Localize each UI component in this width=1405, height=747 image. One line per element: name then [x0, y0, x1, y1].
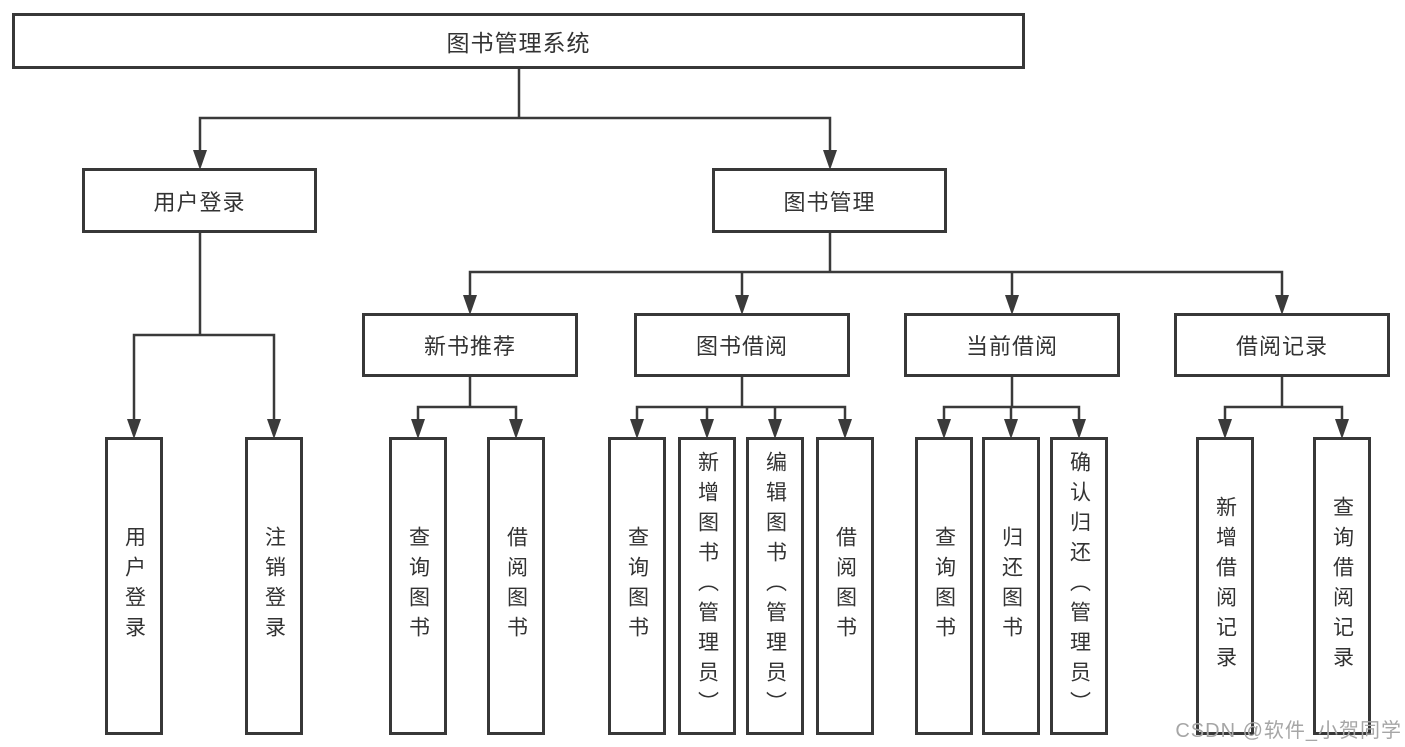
leaf-add-book-admin: 新增图书（管理员）	[678, 437, 736, 735]
node-new-book-recommend: 新书推荐	[362, 313, 578, 377]
leaf-logout: 注销登录	[245, 437, 303, 735]
node-book-borrow: 图书借阅	[634, 313, 850, 377]
leaf-query-book-current: 查询图书	[915, 437, 973, 735]
leaf-edit-book-admin: 编辑图书（管理员）	[746, 437, 804, 735]
node-book-management: 图书管理	[712, 168, 947, 233]
leaf-query-book-borrow: 查询图书	[608, 437, 666, 735]
leaf-return-book: 归还图书	[982, 437, 1040, 735]
node-library-management-system: 图书管理系统	[12, 13, 1025, 69]
leaf-confirm-return-admin: 确认归还（管理员）	[1050, 437, 1108, 735]
leaf-query-borrow-record: 查询借阅记录	[1313, 437, 1371, 735]
leaf-query-book-recommend: 查询图书	[389, 437, 447, 735]
node-borrow-record: 借阅记录	[1174, 313, 1390, 377]
leaf-user-login: 用户登录	[105, 437, 163, 735]
node-user-login: 用户登录	[82, 168, 317, 233]
node-current-borrow: 当前借阅	[904, 313, 1120, 377]
csdn-watermark: CSDN @软件_小贺同学	[1175, 720, 1402, 742]
leaf-add-borrow-record: 新增借阅记录	[1196, 437, 1254, 735]
leaf-borrow-book: 借阅图书	[816, 437, 874, 735]
leaf-borrow-book-recommend: 借阅图书	[487, 437, 545, 735]
